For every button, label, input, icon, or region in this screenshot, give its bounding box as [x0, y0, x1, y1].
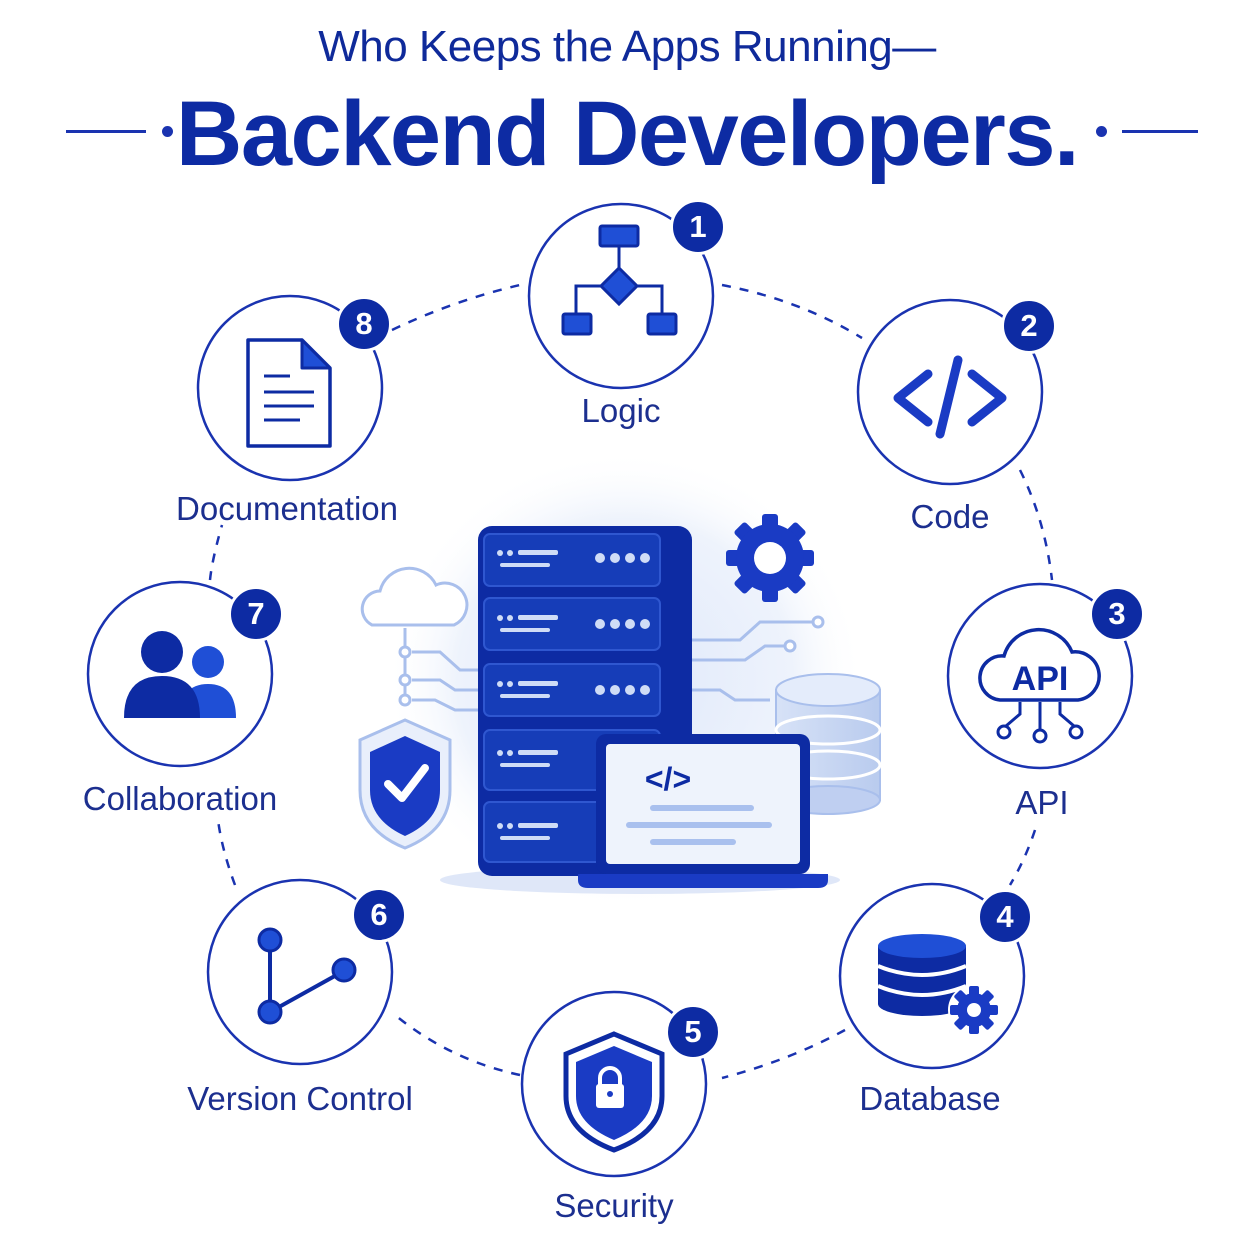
- label-security: Security: [554, 1187, 674, 1224]
- badge-8: 8: [336, 296, 392, 352]
- people-icon: [124, 631, 236, 718]
- label-database: Database: [859, 1080, 1001, 1117]
- connector-4-5: [721, 1028, 846, 1080]
- connector-8-1: [391, 283, 521, 332]
- laptop-code-symbol: </>: [645, 761, 691, 797]
- circle-collaboration: [86, 580, 274, 768]
- header-left-line: [66, 130, 146, 133]
- badge-4: 4: [977, 889, 1033, 945]
- circuit-lines-left: [403, 628, 478, 712]
- badge-2: 2: [1001, 298, 1057, 354]
- document-icon: [246, 338, 332, 448]
- header-right-dot: [1096, 126, 1107, 137]
- header-title: Backend Developers.: [175, 83, 1080, 185]
- label-logic: Logic: [581, 392, 661, 429]
- connector-1-2: [721, 283, 863, 340]
- dashed-ring: [208, 283, 1054, 1080]
- flowchart-icon: [561, 224, 678, 336]
- circle-version-control: [206, 878, 394, 1066]
- connector-7-8: [208, 524, 224, 581]
- api-icon-text: API: [1012, 660, 1069, 698]
- connector-6-7: [216, 819, 237, 886]
- connector-5-6: [394, 1014, 521, 1077]
- badge-3: 3: [1089, 586, 1145, 642]
- header-left-dot: [162, 126, 173, 137]
- header-subtitle: Who Keeps the Apps Running—: [318, 22, 936, 71]
- label-code: Code: [910, 498, 990, 535]
- label-collaboration: Collaboration: [82, 780, 278, 817]
- api-cloud-icon: API: [978, 627, 1101, 744]
- badge-7: 7: [228, 586, 284, 642]
- git-branch-icon: [257, 927, 357, 1025]
- shield-check-icon: [358, 718, 452, 850]
- shield-lock-icon: [563, 1031, 665, 1153]
- badge-1: 1: [670, 199, 726, 255]
- connector-3-4: [1008, 829, 1037, 886]
- label-version-control: Version Control: [187, 1080, 413, 1117]
- circuit-lines-right: [692, 620, 812, 702]
- cloud-icon: [360, 566, 469, 627]
- gear-icon: [726, 514, 814, 602]
- header-right-line: [1122, 130, 1198, 133]
- label-api: API: [1015, 784, 1069, 821]
- label-documentation: Documentation: [176, 490, 398, 527]
- connector-2-3: [1018, 469, 1054, 581]
- badge-6: 6: [351, 887, 407, 943]
- laptop-code-icon: </>: [578, 734, 828, 888]
- badge-5: 5: [665, 1004, 721, 1060]
- code-brackets-icon: [893, 355, 1007, 439]
- database-gear-icon: [877, 934, 1000, 1036]
